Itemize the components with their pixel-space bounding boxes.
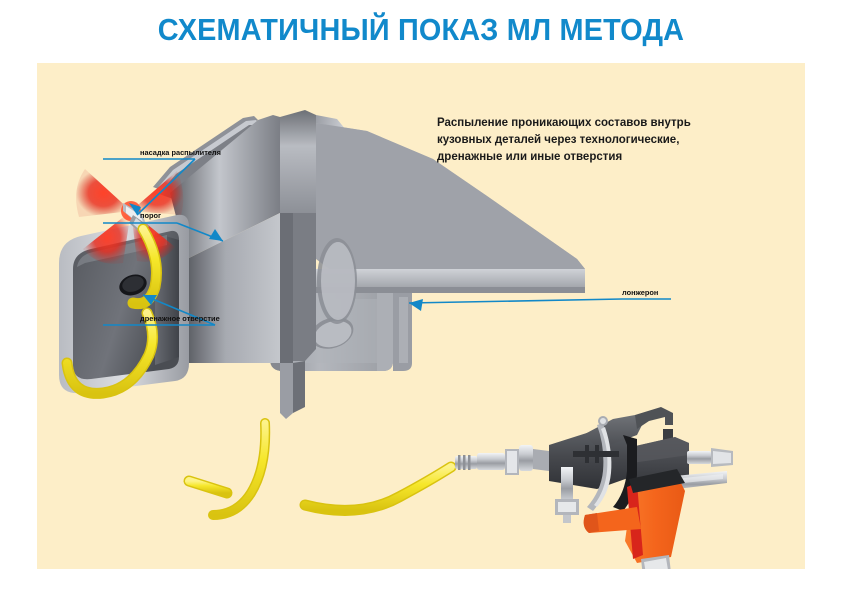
schematic-illustration (59, 110, 733, 569)
illustration-panel: Распыление проникающих составов внутрь к… (37, 63, 805, 569)
description-paragraph: Распыление проникающих составов внутрь к… (437, 117, 691, 163)
label-sill: порог (140, 211, 162, 220)
hose-yellow (61, 223, 457, 520)
leader-lines (103, 158, 671, 326)
page-title: СХЕМАТИЧНЫЙ ПОКАЗ МЛ МЕТОДА (157, 12, 685, 47)
label-spar: лонжерон (622, 288, 659, 297)
label-nozzle: насадка распылителя (140, 148, 221, 157)
label-drain-hole: дренажное отверстие (140, 314, 220, 323)
spray-gun (455, 407, 733, 569)
gun-inlet-fittings (455, 445, 549, 475)
